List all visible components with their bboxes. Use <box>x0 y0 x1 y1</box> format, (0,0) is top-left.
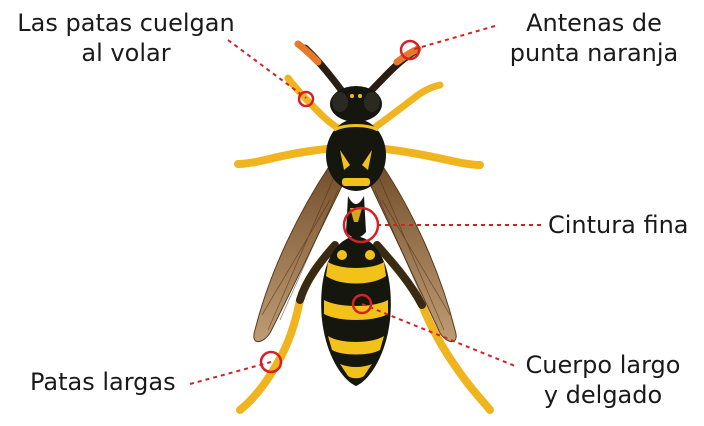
head <box>330 86 382 122</box>
label-legs-hang: Las patas cuelgan al volar <box>8 8 244 68</box>
label-waist-line1: Cintura fina <box>548 210 689 240</box>
label-long-legs: Patas largas <box>30 367 176 397</box>
label-legs-hang-line2: al volar <box>8 38 244 68</box>
label-legs-hang-line1: Las patas cuelgan <box>8 8 244 38</box>
label-long-legs-line1: Patas largas <box>30 367 176 397</box>
leader-antennae <box>411 26 495 50</box>
leader-long-legs <box>190 362 271 384</box>
thorax <box>326 119 386 191</box>
label-antennae: Antenas de punta naranja <box>488 8 700 68</box>
label-antennae-line2: punta naranja <box>488 38 700 68</box>
label-antennae-line1: Antenas de <box>488 8 700 38</box>
label-body-line1: Cuerpo largo <box>510 350 696 380</box>
label-body: Cuerpo largo y delgado <box>510 350 696 410</box>
label-body-line2: y delgado <box>510 380 696 410</box>
label-waist: Cintura fina <box>548 210 689 240</box>
